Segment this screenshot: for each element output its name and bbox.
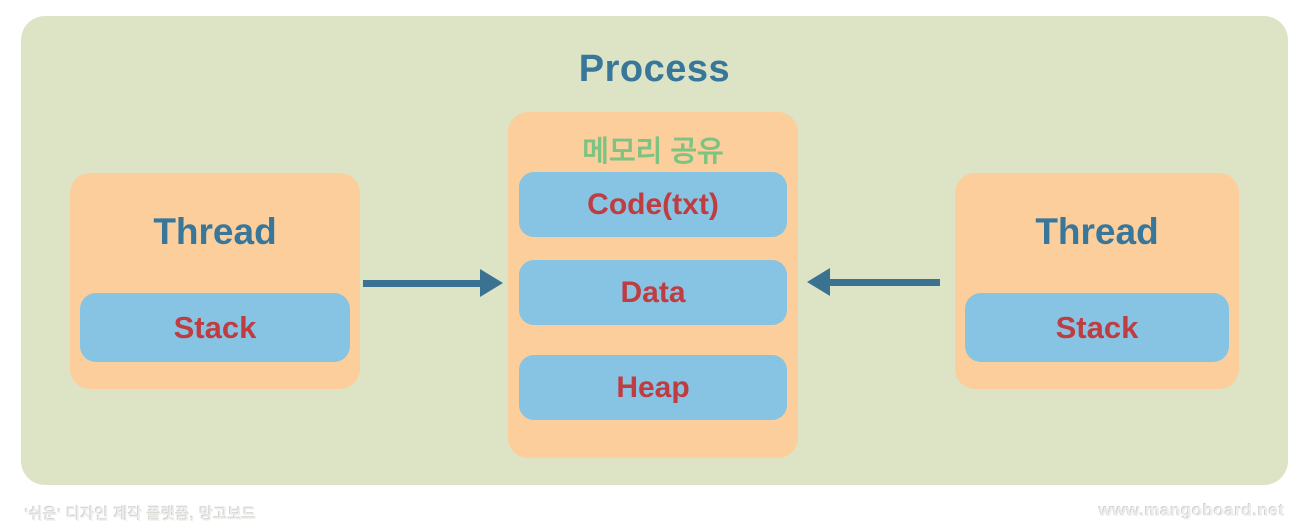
arrow-left-icon bbox=[807, 268, 942, 296]
arrow-head bbox=[807, 268, 830, 296]
thread-right-label: Thread bbox=[1035, 211, 1159, 252]
arrow-shaft bbox=[363, 279, 483, 287]
memory-segment-data: Data bbox=[519, 260, 787, 325]
arrow-head bbox=[480, 269, 503, 297]
watermark-tagline: '쉬운' 디자인 제작 플랫폼, 망고보드 bbox=[25, 506, 257, 523]
arrow-right-icon bbox=[363, 269, 523, 297]
thread-box-left: Thread Stack bbox=[70, 173, 360, 389]
memory-box: 메모리 공유 Code(txt) Data Heap bbox=[508, 112, 798, 458]
watermark-url: www.mangoboard.net bbox=[1099, 501, 1285, 520]
thread-left-stack-pill: Stack bbox=[80, 293, 350, 362]
thread-left-label: Thread bbox=[153, 211, 277, 252]
process-container: Process Thread Stack 메모리 공유 Code(txt) Da… bbox=[21, 16, 1288, 485]
thread-right-stack-pill: Stack bbox=[965, 293, 1229, 362]
thread-box-right: Thread Stack bbox=[955, 173, 1239, 389]
process-title: Process bbox=[578, 48, 731, 90]
memory-segment-code: Code(txt) bbox=[519, 172, 787, 237]
memory-title: 메모리 공유 bbox=[582, 136, 724, 168]
memory-segment-heap: Heap bbox=[519, 355, 787, 420]
arrow-shaft bbox=[827, 278, 940, 286]
